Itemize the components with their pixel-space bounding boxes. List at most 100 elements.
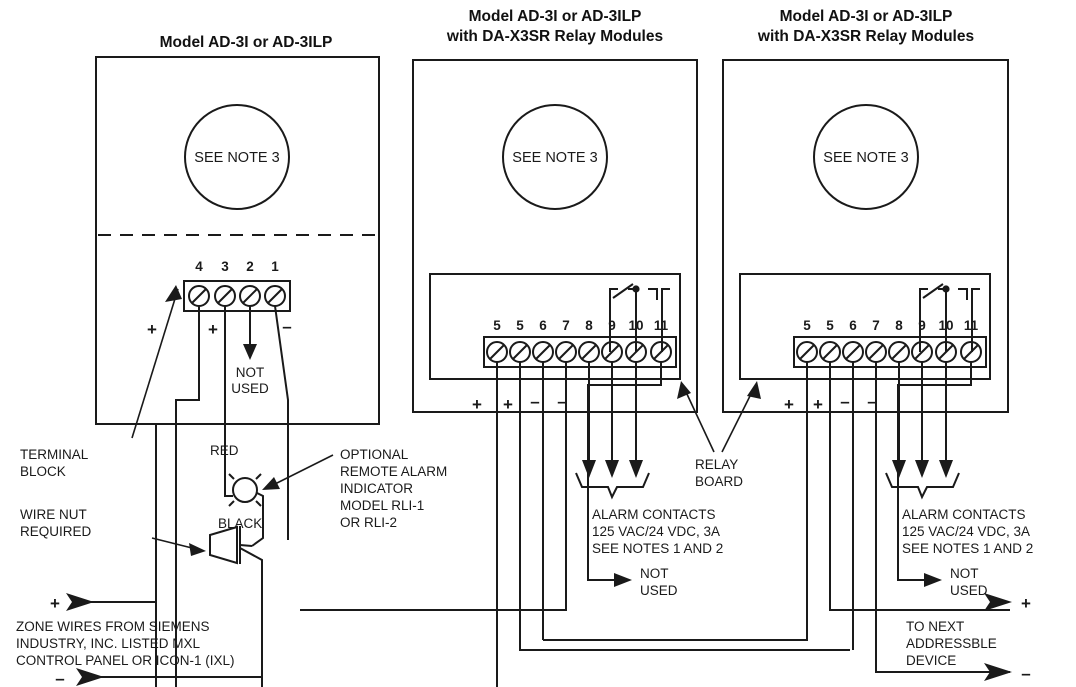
terminal-block-label-line2: BLOCK	[20, 464, 66, 479]
remote-indicator-line5: OR RLI-2	[340, 515, 397, 530]
panel-3-not-used-line1: NOT	[950, 566, 979, 581]
panel-3-relay-contact-symbol	[919, 283, 980, 352]
panel-3-alarm-arrow-9	[915, 460, 929, 478]
panel-3-detector-circle	[813, 104, 919, 210]
panel-2-not-used-lead	[587, 362, 662, 581]
panel-2-relay-contact-symbol	[609, 283, 670, 352]
next-device-line2: ADDRESSBLE	[906, 636, 997, 651]
panel-2-alarm-line2: 125 VAC/24 VDC, 3A	[592, 524, 720, 539]
panel-2-terminal-num-3: 7	[562, 318, 570, 333]
panel-3-not-used-line2: USED	[950, 583, 988, 598]
terminal-block-label-line1: TERMINAL	[20, 447, 89, 462]
panel-3-terminal-strip	[793, 336, 987, 368]
panel-1-detector-note: SEE NOTE 3	[194, 150, 279, 166]
panel-3-wire-5a	[543, 362, 808, 641]
panel-2-terminal-num-0: 5	[493, 318, 501, 333]
panel-3-terminal-num-2: 6	[849, 318, 857, 333]
panel-3-alarm-brace	[885, 472, 960, 500]
panel-2-terminal-num-4: 8	[585, 318, 593, 333]
zone-wire-plus-arrowhead	[66, 593, 94, 611]
panel-2-alarm-arrow-9	[605, 460, 619, 478]
next-device-line3: DEVICE	[906, 653, 956, 668]
relay-board-line1: RELAY	[695, 457, 738, 472]
panel-2-alarm-line1: ALARM CONTACTS	[592, 507, 716, 522]
relay-board-arrowhead-right	[747, 381, 761, 399]
panel-1-terminal-block	[183, 280, 291, 312]
panel-3-terminal-num-4: 8	[895, 318, 903, 333]
panel-1-screws	[188, 285, 286, 307]
panel-2-not-used-arrow	[614, 573, 632, 587]
panel-3-terminal-num-7: 11	[964, 318, 979, 333]
zone-wires-line3: CONTROL PANEL OR ICON-1 (IXL)	[16, 653, 235, 668]
panel-2-alarm-arrow-10	[629, 460, 643, 478]
panel-2-terminal-num-2: 6	[539, 318, 547, 333]
panel-3-polarity-2: –	[840, 392, 849, 411]
panel-2-enclosure	[412, 59, 698, 413]
panel-2-terminal-num-6: 10	[628, 318, 643, 333]
panel-3-terminal-num-0: 5	[803, 318, 811, 333]
panel-1-terminal-num-1: 1	[271, 259, 279, 274]
panel-2-terminal-num-5: 9	[608, 318, 616, 333]
panel-3-alarm-line3: SEE NOTES 1 AND 2	[902, 541, 1033, 556]
zone-wires-line1: ZONE WIRES FROM SIEMENS	[16, 619, 210, 634]
panel-1-terminal-num-4: 4	[195, 259, 203, 274]
panel-1-polarity-plus-b: +	[208, 320, 218, 339]
next-device-plus-label: +	[1021, 594, 1031, 613]
panel-1-group: SEE NOTE 3 4 3 2 1 + + – NOT USED	[95, 56, 380, 687]
remote-indicator-line1: OPTIONAL	[340, 447, 409, 462]
panel-2-terminal-strip	[483, 336, 677, 368]
relay-board-leader-left	[685, 391, 715, 453]
panel-2-wire-5b	[519, 362, 850, 651]
panel-1-not-used-arrowhead	[243, 344, 257, 360]
panel-2-title-line1: Model AD-3I or AD-3ILP	[469, 8, 642, 25]
panel-2-title-line2: with DA-X3SR Relay Modules	[446, 28, 663, 45]
wire-nut-label-line1: WIRE NUT	[20, 507, 87, 522]
panel-2-polarity-0: +	[472, 395, 482, 414]
panel-2-alarm-line3: SEE NOTES 1 AND 2	[592, 541, 723, 556]
panel-1-polarity-plus-a: +	[147, 320, 157, 339]
panel-2-relay-board	[429, 273, 681, 380]
terminal-block-leader	[131, 288, 179, 439]
panel-2-polarity-1: +	[503, 395, 513, 414]
panel-3-alarm-line2: 125 VAC/24 VDC, 3A	[902, 524, 1030, 539]
panel-1-terminal-num-2: 2	[246, 259, 254, 274]
panel-2-terminal-num-1: 5	[516, 318, 524, 333]
panel-1-enclosure	[95, 56, 380, 425]
relay-board-line2: BOARD	[695, 474, 743, 489]
panel-2-detector-note: SEE NOTE 3	[512, 150, 597, 166]
zone-wires-line2: INDUSTRY, INC. LISTED MXL	[16, 636, 201, 651]
remote-indicator-arrowhead	[262, 477, 280, 490]
panel-3-terminal-num-3: 7	[872, 318, 880, 333]
panel-2-not-used-line1: NOT	[640, 566, 669, 581]
remote-indicator-line2: REMOTE ALARM	[340, 464, 447, 479]
panel-3-wire-7	[875, 362, 1010, 673]
panel-3-not-used-arrow	[924, 573, 942, 587]
panel-3-polarity-0: +	[784, 395, 794, 414]
panel-3-alarm-line1: ALARM CONTACTS	[902, 507, 1026, 522]
panel-3-polarity-1: +	[813, 395, 823, 414]
remote-indicator-line3: INDICATOR	[340, 481, 413, 496]
panel-2-not-used-line2: USED	[640, 583, 678, 598]
panel-3-wire-5b	[829, 362, 1010, 611]
remote-indicator-line4: MODEL RLI-1	[340, 498, 424, 513]
next-device-minus-arrowhead	[984, 663, 1012, 681]
black-wire-label: BLACK	[218, 516, 262, 531]
panel-2-polarity-3: –	[557, 392, 566, 411]
panel-3-enclosure	[722, 59, 1009, 413]
wire-nut-arrowhead	[189, 543, 206, 556]
panel-2-detector-circle	[502, 104, 608, 210]
remote-indicator-leader	[274, 454, 334, 485]
panel-1-title-line1: Model AD-3I or AD-3ILP	[160, 34, 333, 51]
panel-3-group: SEE NOTE 3	[543, 59, 1010, 673]
panel-2-alarm-brace	[575, 472, 650, 500]
wire-nut-label-line2: REQUIRED	[20, 524, 92, 539]
remote-alarm-indicator-icon	[224, 440, 264, 547]
panel-3-relay-board	[739, 273, 991, 380]
next-device-plus-arrowhead	[984, 593, 1012, 611]
panel-1-terminal-num-3: 3	[221, 259, 229, 274]
zone-wire-minus-label: –	[55, 669, 64, 687]
next-device-minus-label: –	[1021, 664, 1030, 683]
panel-2-polarity-2: –	[530, 392, 539, 411]
relay-board-arrowhead-left	[677, 381, 691, 399]
